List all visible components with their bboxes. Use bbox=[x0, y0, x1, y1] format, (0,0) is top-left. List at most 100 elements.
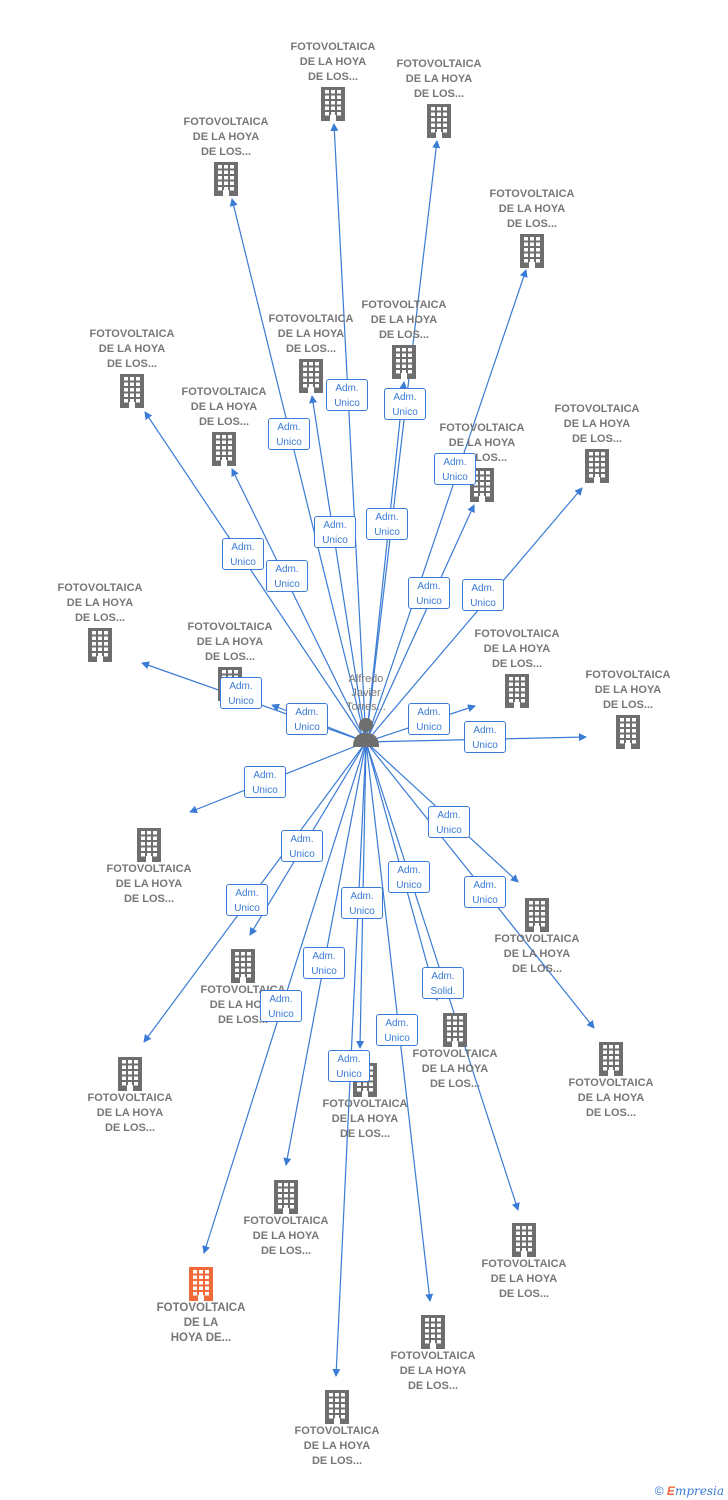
company-node-15[interactable]: FOTOVOLTAICA DE LA HOYA DE LOS... bbox=[482, 896, 592, 977]
role-badge[interactable]: Adm. Unico bbox=[408, 577, 450, 609]
building-icon bbox=[512, 1223, 536, 1257]
company-node-17[interactable]: FOTOVOLTAICA DE LA HOYA DE LOS... bbox=[75, 1055, 185, 1136]
edge-2 bbox=[229, 198, 367, 743]
company-node-2[interactable]: FOTOVOLTAICA DE LA HOYA DE LOS... bbox=[171, 115, 281, 196]
role-badge[interactable]: Adm. Unico bbox=[408, 703, 450, 735]
edge-9 bbox=[365, 487, 583, 743]
company-node-14[interactable]: FOTOVOLTAICA DE LA HOYA DE LOS... bbox=[94, 826, 204, 907]
building-icon bbox=[505, 674, 529, 708]
role-badge[interactable]: Adm. Unico bbox=[462, 579, 504, 611]
building-icon bbox=[120, 374, 144, 408]
building-icon bbox=[88, 628, 112, 662]
company-node-5[interactable]: FOTOVOLTAICA DE LA HOYA DE LOS... bbox=[256, 312, 366, 393]
building-icon bbox=[520, 234, 544, 268]
role-badge[interactable]: Adm. Unico bbox=[376, 1014, 418, 1046]
company-label: FOTOVOLTAICA DE LA HOYA DE LOS... bbox=[87, 1092, 173, 1134]
role-badge[interactable]: Adm. Unico bbox=[464, 876, 506, 908]
company-node-12[interactable]: FOTOVOLTAICA DE LA HOYA DE LOS... bbox=[462, 627, 572, 708]
company-node-21[interactable]: FOTOVOLTAICA DE LA HOYA DE LOS... bbox=[231, 1178, 341, 1259]
company-node-18[interactable]: FOTOVOLTAICA DE LA HOYA DE LOS... bbox=[400, 1011, 510, 1092]
company-label: FOTOVOLTAICA DE LA HOYA DE LOS... bbox=[554, 403, 640, 445]
company-node-9[interactable]: FOTOVOLTAICA DE LA HOYA DE LOS... bbox=[542, 402, 652, 483]
company-label: FOTOVOLTAICA DE LA HOYA DE LOS... bbox=[290, 41, 376, 83]
building-icon bbox=[443, 1013, 467, 1047]
company-label: FOTOVOLTAICA DE LA HOYA DE LOS... bbox=[494, 933, 580, 975]
role-badge[interactable]: Adm. Unico bbox=[268, 418, 310, 450]
role-badge[interactable]: Adm. Unico bbox=[286, 703, 328, 735]
company-label: FOTOVOLTAICA DE LA HOYA DE LOS... bbox=[568, 1077, 654, 1119]
edge-6 bbox=[365, 381, 408, 743]
role-badge[interactable]: Adm. Unico bbox=[226, 884, 268, 916]
person-name: Alfredo Javier Torres... bbox=[346, 673, 386, 713]
edge-1 bbox=[365, 140, 441, 743]
company-label: FOTOVOLTAICA DE LA HOYA DE LOS... bbox=[181, 386, 267, 428]
building-icon bbox=[392, 345, 416, 379]
company-label: FOTOVOLTAICA DE LA HOYA DE LOS... bbox=[187, 621, 273, 663]
company-node-26[interactable]: FOTOVOLTAICA DE LA HOYA DE... bbox=[146, 1265, 256, 1346]
role-badge[interactable]: Adm. Unico bbox=[464, 721, 506, 753]
building-icon bbox=[599, 1042, 623, 1076]
edge-8 bbox=[365, 504, 475, 743]
role-badge[interactable]: Adm. Solid. bbox=[422, 967, 464, 999]
role-badge[interactable]: Adm. Unico bbox=[260, 990, 302, 1022]
brand-name: mpresia bbox=[674, 1484, 724, 1498]
building-icon bbox=[325, 1390, 349, 1424]
center-person-node[interactable]: Alfredo Javier Torres... bbox=[336, 672, 396, 748]
company-label: FOTOVOLTAICA DE LA HOYA DE... bbox=[156, 1302, 246, 1344]
role-badge[interactable]: Adm. Unico bbox=[366, 508, 408, 540]
company-label: FOTOVOLTAICA DE LA HOYA DE LOS... bbox=[396, 58, 482, 100]
company-node-23[interactable]: FOTOVOLTAICA DE LA HOYA DE LOS... bbox=[378, 1313, 488, 1394]
company-node-20[interactable]: FOTOVOLTAICA DE LA HOYA DE LOS... bbox=[310, 1061, 420, 1142]
role-badge[interactable]: Adm. Unico bbox=[244, 766, 286, 798]
building-icon bbox=[421, 1315, 445, 1349]
building-icon bbox=[616, 715, 640, 749]
role-badge[interactable]: Adm. Unico bbox=[328, 1050, 370, 1082]
role-badge[interactable]: Adm. Unico bbox=[314, 516, 356, 548]
company-label: FOTOVOLTAICA DE LA HOYA DE LOS... bbox=[361, 299, 447, 341]
role-badge[interactable]: Adm. Unico bbox=[220, 677, 262, 709]
company-label: FOTOVOLTAICA DE LA HOYA DE LOS... bbox=[489, 188, 575, 230]
company-label: FOTOVOLTAICA DE LA HOYA DE LOS... bbox=[585, 669, 671, 711]
company-node-7[interactable]: FOTOVOLTAICA DE LA HOYA DE LOS... bbox=[169, 385, 279, 466]
company-node-19[interactable]: FOTOVOLTAICA DE LA HOYA DE LOS... bbox=[556, 1040, 666, 1121]
role-badge[interactable]: Adm. Unico bbox=[388, 861, 430, 893]
edge-0 bbox=[330, 123, 367, 743]
person-icon bbox=[353, 718, 379, 747]
company-label: FOTOVOLTAICA DE LA HOYA DE LOS... bbox=[412, 1048, 498, 1090]
building-icon bbox=[427, 104, 451, 138]
brand-footer[interactable]: © Empresia bbox=[655, 1484, 724, 1498]
building-icon bbox=[274, 1180, 298, 1214]
company-node-3[interactable]: FOTOVOLTAICA DE LA HOYA DE LOS... bbox=[477, 187, 587, 268]
building-icon bbox=[212, 432, 236, 466]
role-badge[interactable]: Adm. Unico bbox=[384, 388, 426, 420]
building-icon bbox=[321, 87, 345, 121]
company-node-13[interactable]: FOTOVOLTAICA DE LA HOYA DE LOS... bbox=[573, 668, 683, 749]
building-icon bbox=[189, 1267, 213, 1301]
edge-3 bbox=[365, 269, 528, 743]
company-node-6[interactable]: FOTOVOLTAICA DE LA HOYA DE LOS... bbox=[349, 298, 459, 379]
company-node-0[interactable]: FOTOVOLTAICA DE LA HOYA DE LOS... bbox=[278, 40, 388, 121]
role-badge[interactable]: Adm. Unico bbox=[341, 887, 383, 919]
edge-4 bbox=[144, 411, 367, 743]
edge-7 bbox=[231, 468, 367, 743]
company-label: FOTOVOLTAICA DE LA HOYA DE LOS... bbox=[183, 116, 269, 158]
company-node-1[interactable]: FOTOVOLTAICA DE LA HOYA DE LOS... bbox=[384, 57, 494, 138]
building-icon bbox=[299, 359, 323, 393]
company-node-10[interactable]: FOTOVOLTAICA DE LA HOYA DE LOS... bbox=[45, 581, 155, 662]
copyright-symbol: © bbox=[654, 1484, 664, 1498]
role-badge[interactable]: Adm. Unico bbox=[434, 453, 476, 485]
company-node-22[interactable]: FOTOVOLTAICA DE LA HOYA DE LOS... bbox=[469, 1221, 579, 1302]
role-badge[interactable]: Adm. Unico bbox=[266, 560, 308, 592]
company-node-4[interactable]: FOTOVOLTAICA DE LA HOYA DE LOS... bbox=[77, 327, 187, 408]
role-badge[interactable]: Adm. Unico bbox=[222, 538, 264, 570]
role-badge[interactable]: Adm. Unico bbox=[326, 379, 368, 411]
building-icon bbox=[525, 898, 549, 932]
role-badge[interactable]: Adm. Unico bbox=[428, 806, 470, 838]
role-badge[interactable]: Adm. Unico bbox=[281, 830, 323, 862]
company-label: FOTOVOLTAICA DE LA HOYA DE LOS... bbox=[106, 863, 192, 905]
company-label: FOTOVOLTAICA DE LA HOYA DE LOS... bbox=[57, 582, 143, 624]
building-icon bbox=[137, 828, 161, 862]
role-badge[interactable]: Adm. Unico bbox=[303, 947, 345, 979]
company-node-24[interactable]: FOTOVOLTAICA DE LA HOYA DE LOS... bbox=[282, 1388, 392, 1469]
building-icon bbox=[585, 449, 609, 483]
